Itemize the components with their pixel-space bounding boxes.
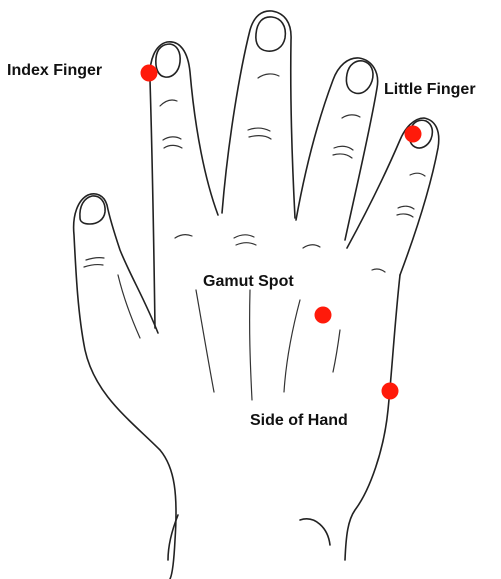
gamut-spot-label: Gamut Spot [203,273,294,290]
little-finger-point [405,126,422,143]
side-of-hand-point [382,383,399,400]
index-finger-label: Index Finger [7,62,102,79]
gamut-spot-point [315,307,332,324]
little-finger-label: Little Finger [384,81,476,98]
index-finger-point [141,65,158,82]
acupressure-points [141,65,422,400]
side-of-hand-label: Side of Hand [250,412,348,429]
labels: Index Finger Little Finger Gamut Spot Si… [7,62,476,429]
palm-creases [84,74,425,400]
